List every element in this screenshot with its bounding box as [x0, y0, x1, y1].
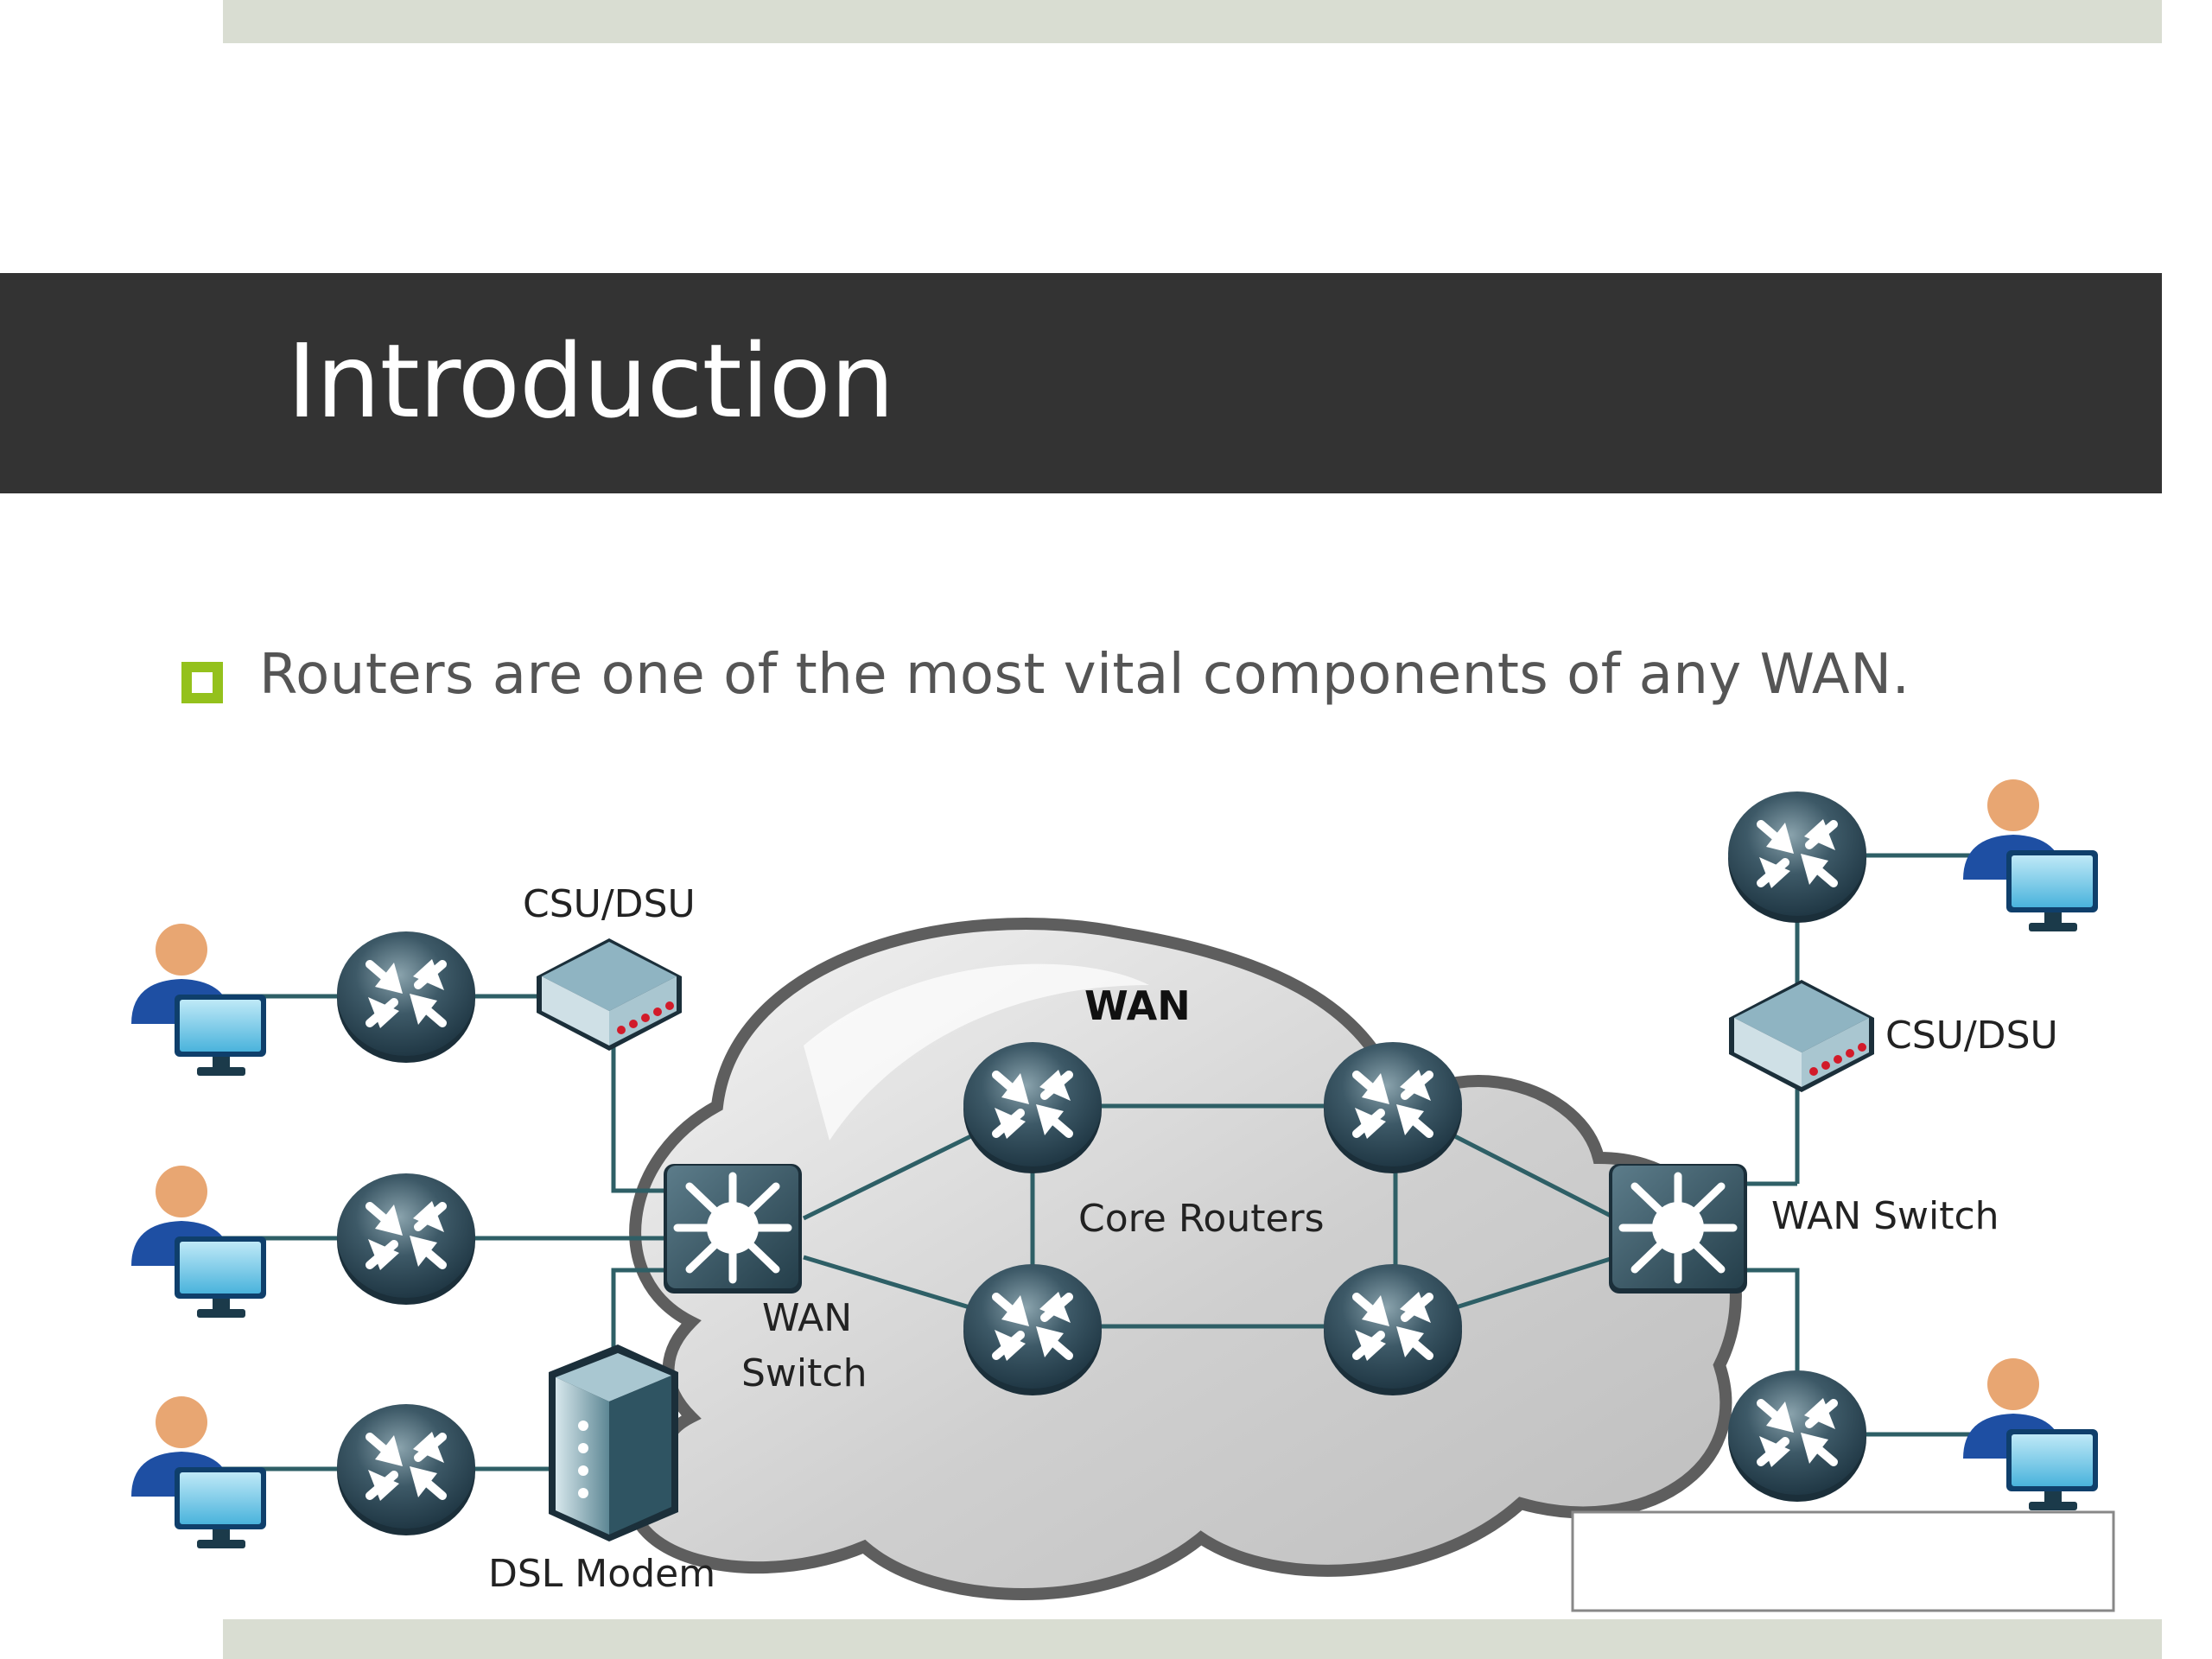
bottom-accent-bar	[223, 1619, 2162, 1659]
router-left-top-icon	[337, 931, 475, 1063]
dsl-modem-label: DSL Modem	[488, 1552, 715, 1596]
user-right-bottom-icon	[1963, 1358, 2098, 1510]
blank-box	[1571, 1510, 2115, 1612]
dsl-modem-icon	[549, 1344, 678, 1541]
router-right-bottom-icon	[1728, 1370, 1866, 1502]
core-router-top-right-icon	[1324, 1042, 1462, 1173]
user-left-top-icon	[131, 924, 266, 1076]
user-left-middle-icon	[131, 1166, 266, 1318]
core-router-bottom-left-icon	[963, 1264, 1102, 1395]
user-left-bottom-icon	[131, 1396, 266, 1548]
csu-dsu-right-label: CSU/DSU	[1885, 1014, 2058, 1058]
csu-dsu-right-icon	[1729, 980, 1874, 1092]
wan-diagram: CSU/DSU WAN Core Routers WAN Switch WAN …	[131, 779, 2115, 1612]
csu-dsu-left-label: CSU/DSU	[523, 882, 696, 926]
title-band	[0, 273, 2162, 493]
wan-switch-right-icon	[1609, 1164, 1747, 1294]
core-routers-label: Core Routers	[1078, 1197, 1325, 1241]
router-left-middle-icon	[337, 1173, 475, 1305]
wan-switch-right-label: WAN Switch	[1771, 1194, 1999, 1238]
core-router-top-left-icon	[963, 1042, 1102, 1173]
router-right-top-icon	[1728, 791, 1866, 923]
core-router-bottom-right-icon	[1324, 1264, 1462, 1395]
top-accent-bar	[223, 0, 2162, 43]
wan-switch-left-label-line2: Switch	[741, 1351, 867, 1395]
bullet-text: Routers are one of the most vital compon…	[259, 643, 1910, 707]
slide-title: Introduction	[287, 321, 895, 441]
bullet-icon	[181, 662, 223, 703]
wan-switch-left-icon	[664, 1164, 802, 1294]
user-right-top-icon	[1963, 779, 2098, 931]
csu-dsu-left-icon	[537, 938, 682, 1051]
wan-cloud-label: WAN	[1084, 982, 1191, 1029]
router-left-bottom-icon	[337, 1404, 475, 1535]
wan-switch-left-label-line1: WAN	[762, 1296, 852, 1340]
